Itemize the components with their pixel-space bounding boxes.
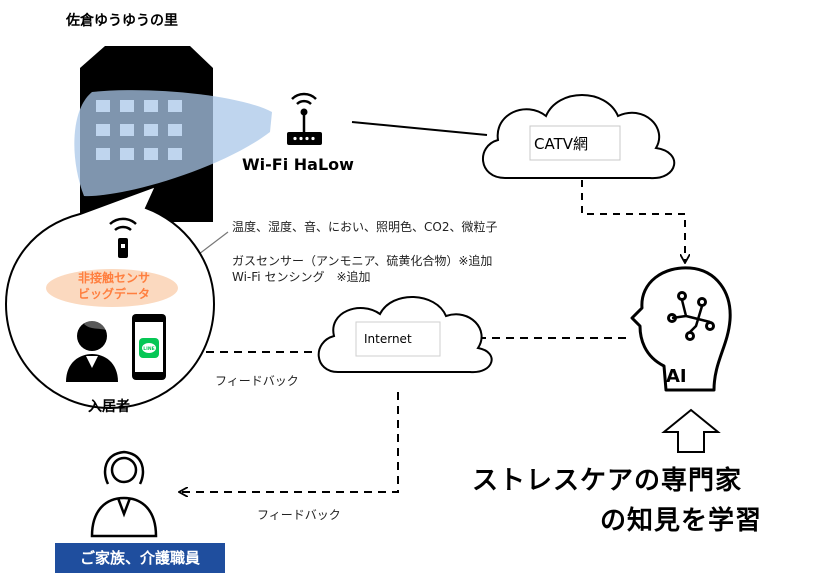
catv-to-ai-arrow: [581, 180, 685, 262]
contactless-big-data-label: 非接触センサ ビッグデータ: [56, 270, 172, 302]
feedback-to-family-arrow: [180, 392, 399, 492]
contactless-line-1: 非接触センサ: [77, 271, 150, 285]
catv-label: CATV網: [534, 135, 588, 153]
learning-text-line-2: の知見を学習: [600, 506, 763, 536]
feedback-resident-label: フィードバック: [215, 374, 299, 388]
internet-cloud-icon: [317, 296, 493, 374]
family-label: ご家族、介護職員: [79, 549, 200, 567]
up-arrow-icon: [661, 408, 721, 453]
learning-text-line-1: ストレスケアの専門家: [472, 466, 743, 496]
signal-beam: [74, 90, 272, 197]
smartphone-icon: LINE: [132, 314, 166, 380]
feedback-family-label: フィードバック: [257, 508, 341, 522]
contactless-line-2: ビッグデータ: [77, 287, 150, 301]
internet-label: Internet: [364, 332, 412, 346]
family-label-box: [55, 543, 225, 573]
catv-cloud-icon: [482, 94, 676, 180]
router-icon: [287, 92, 322, 145]
wifi-sensing-text: Wi-Fi センシング ※追加: [232, 270, 371, 284]
svg-text:LINE: LINE: [143, 346, 154, 352]
ai-label: AI: [666, 366, 687, 387]
ai-head-icon: [630, 266, 732, 392]
wifi-halow-label: Wi-Fi HaLow: [242, 155, 354, 174]
sensor-measurements: 温度、湿度、音、におい、照明色、CO2、微粒子: [232, 220, 498, 234]
router-to-catv-line: [351, 121, 488, 136]
gas-sensor-text: ガスセンサー（アンモニア、硫黄化合物）※追加: [232, 254, 493, 268]
sensor-icon: [109, 217, 137, 258]
resident-icon: [66, 319, 118, 382]
family-person-icon: [90, 450, 158, 538]
facility-name: 佐倉ゆうゆうの里: [66, 13, 178, 29]
resident-label: 入居者: [88, 399, 130, 415]
